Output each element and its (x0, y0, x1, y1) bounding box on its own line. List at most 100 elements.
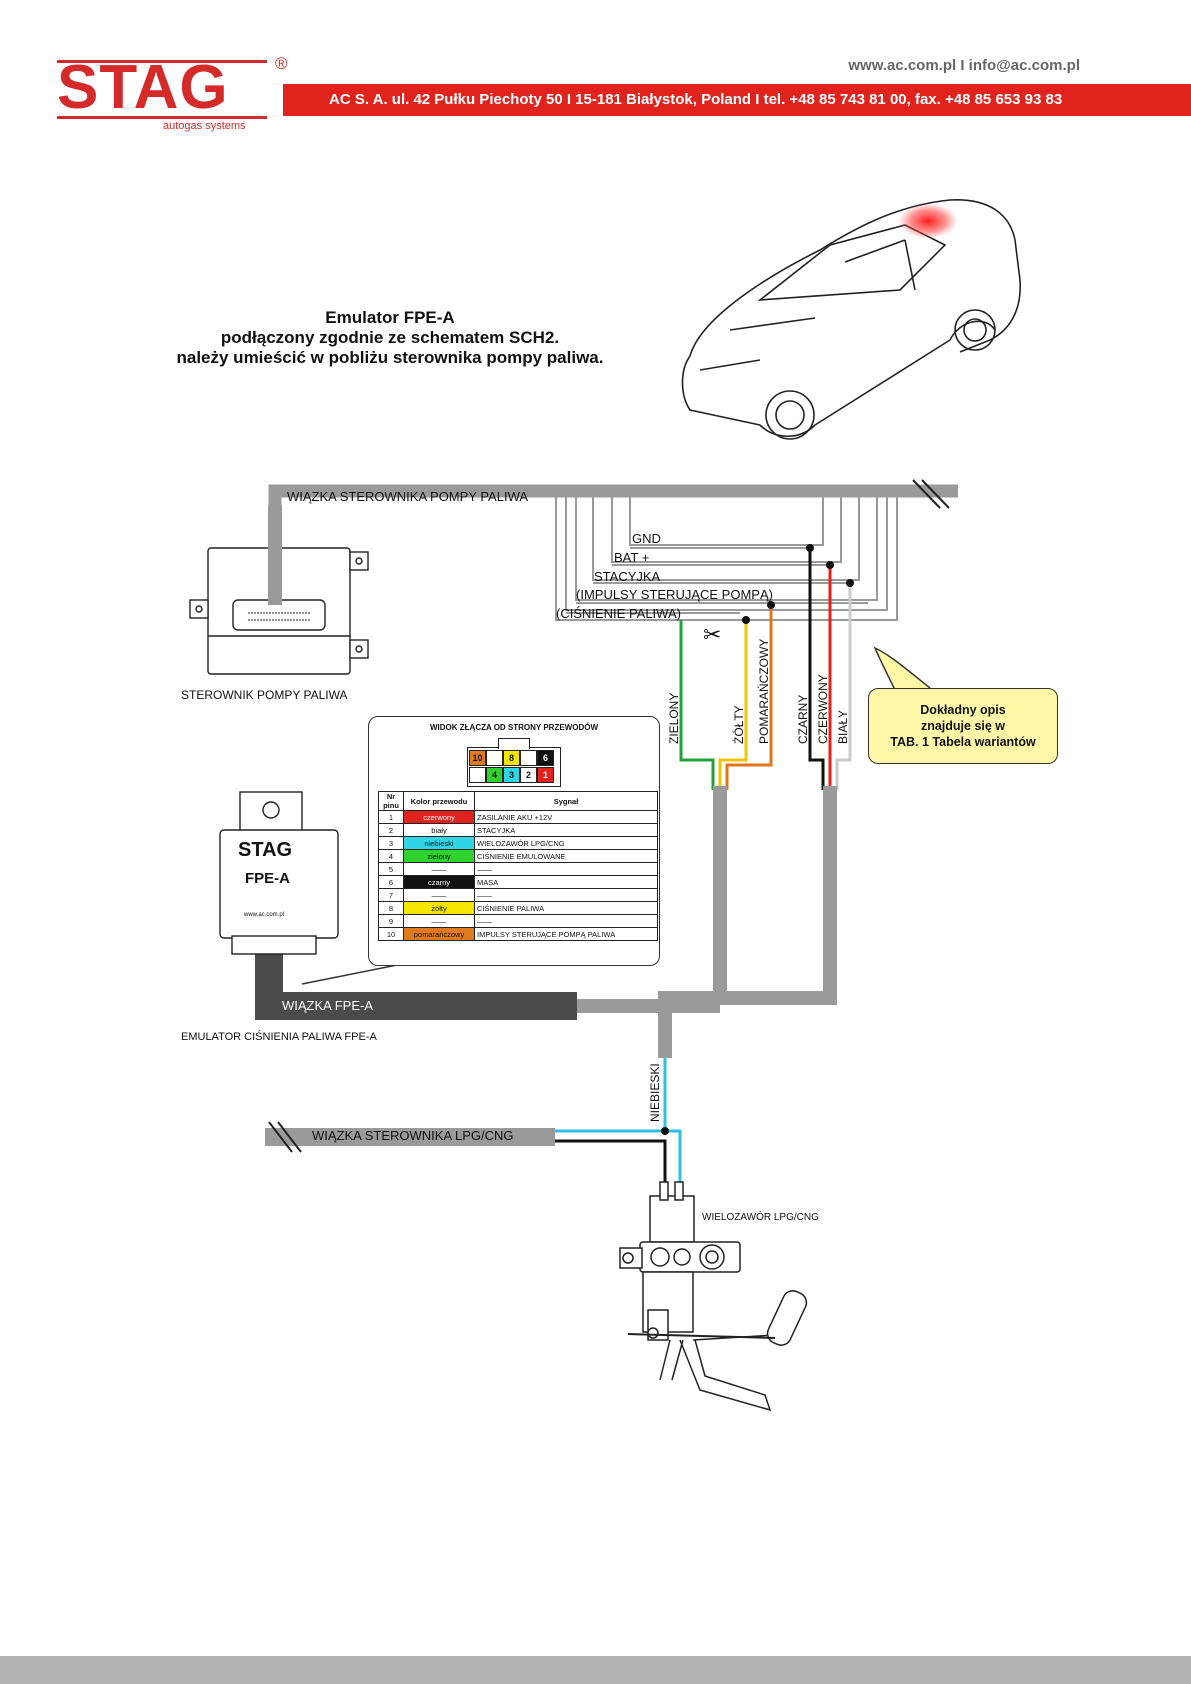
pin-signal: —— (474, 914, 658, 928)
pin-bottom-3: 2 (520, 767, 537, 783)
wire-color: żółty (403, 901, 475, 915)
pin-number: 9 (378, 914, 404, 928)
wire-color: —— (403, 914, 475, 928)
connector-latch (498, 738, 530, 749)
fpe-logo: STAG (238, 839, 292, 861)
pin-signal: STACYJKA (474, 823, 658, 837)
signal-bat: BAT + (614, 550, 650, 565)
connector-title: WIDOK ZŁĄCZA OD STRONY PRZEWODÓW (430, 723, 598, 732)
pump-controller-label: STEROWNIK POMPY PALIWA (181, 688, 348, 702)
wire-color: zielony (403, 849, 475, 863)
pin-top-3 (520, 750, 537, 766)
pinout-row: 7———— (378, 888, 658, 902)
wire-color: —— (403, 862, 475, 876)
pin-number: 8 (378, 901, 404, 915)
connector-callout (301, 963, 440, 985)
wire-black-lpg (555, 1139, 667, 1190)
wire-color: —— (403, 888, 475, 902)
pin-number: 10 (378, 927, 404, 941)
pinout-row: 5———— (378, 862, 658, 876)
fpe-web: www.ac.com.pl (243, 912, 284, 918)
multivalve-drawing (619, 1181, 808, 1412)
harness-fanout (555, 497, 898, 621)
fpe-a-box (219, 791, 339, 955)
wire-blue (555, 1058, 682, 1190)
wire-label-pomaranczowy: POMARAŃCZOWY (757, 638, 771, 744)
pin-signal: ZASILANIE AKU +12V (474, 810, 658, 824)
junction-dots (742, 544, 854, 624)
note-callout-tail (873, 646, 931, 701)
signal-cisnienie: (CIŚNIENIE PALIWA) (556, 606, 681, 621)
wire-label-niebieski: NIEBIESKI (648, 1063, 662, 1122)
wire-label-zielony: ZIELONY (667, 692, 681, 744)
wire-label-zolty: ŻÓŁTY (732, 705, 746, 744)
pin-bottom-2: 3 (503, 767, 520, 783)
emulator-label: EMULATOR CIŚNIENIA PALIWA FPE-A (181, 1031, 377, 1043)
wire-color: pomarańczowy (403, 927, 475, 941)
pin-top-4: 6 (537, 750, 554, 766)
pin-bottom-4: 1 (537, 767, 554, 783)
note-line-2: znajduje się w (920, 719, 1006, 733)
fpe-harness-label: WIĄZKA FPE-A (282, 998, 374, 1013)
lpg-harness (265, 1128, 555, 1146)
wire-white (835, 583, 852, 790)
wire-color: biały (403, 823, 475, 837)
pin-signal: CIŚNIENIE EMULOWANE (474, 849, 658, 863)
fpe-harness (577, 786, 837, 1058)
car-illustration (681, 199, 1021, 440)
wire-label-czerwony: CZERWONY (816, 674, 830, 744)
header-web: www.ac.com.pl I info@ac.com.pl (848, 57, 1080, 74)
pin-signal: MASA (474, 875, 658, 889)
wire-orange (725, 605, 773, 790)
pin-number: 6 (378, 875, 404, 889)
wire-green (679, 620, 715, 790)
pin-number: 2 (378, 823, 404, 837)
note-line-3: TAB. 1 Tabela wariantów (890, 735, 1036, 749)
fuel-pump-location-marker (898, 203, 958, 239)
header-address-bar: AC S. A. ul. 42 Pułku Piechoty 50 I 15-1… (283, 84, 1191, 116)
diagram-title: Emulator FPE-A podłączony zgodnie ze sch… (140, 308, 640, 368)
valve-label: WIELOZAWÓR LPG/CNG (702, 1212, 819, 1223)
logo-underline-bottom (57, 116, 267, 119)
pinout-row: 9———— (378, 914, 658, 928)
wire-black (808, 548, 825, 790)
title-line-2: podłączony zgodnie ze schematem SCH2. (220, 328, 560, 347)
lpg-harness-label: WIĄZKA STEROWNIKA LPG/CNG (312, 1128, 514, 1143)
wire-color: niebieski (403, 836, 475, 850)
fpe-harness-dark (255, 992, 577, 1020)
logo-underline (57, 60, 267, 63)
pin-number: 4 (378, 849, 404, 863)
logo-subtitle: autogas systems (163, 120, 246, 132)
pin-top-0: 10 (469, 750, 486, 766)
fpe-model: FPE-A (245, 870, 290, 887)
registered-mark: ® (275, 54, 288, 73)
pin-signal: —— (474, 862, 658, 876)
title-line-1: Emulator FPE-A (325, 308, 455, 327)
wire-yellow (718, 620, 748, 790)
header-address: AC S. A. ul. 42 Pułku Piechoty 50 I 15-1… (329, 91, 1063, 108)
pin-top-1 (486, 750, 503, 766)
wire-label-bialy: BIAŁY (836, 709, 850, 744)
pump-harness-label: WIĄZKA STEROWNIKA POMPY PALIWA (287, 489, 529, 504)
signal-gnd: GND (632, 531, 661, 546)
pin-signal: IMPULSY STERUJĄCE POMPĄ PALIWA (474, 927, 658, 941)
harness-break-marks (912, 479, 950, 509)
pin-number: 5 (378, 862, 404, 876)
col-color: Kolor przewodu (403, 791, 475, 811)
note-box: Dokładny opis znajduje się w TAB. 1 Tabe… (868, 688, 1058, 764)
pin-number: 3 (378, 836, 404, 850)
pin-bottom-1: 4 (486, 767, 503, 783)
footer-bar (0, 1656, 1191, 1684)
scissors-icon: ✂ (703, 623, 721, 648)
pin-number: 7 (378, 888, 404, 902)
